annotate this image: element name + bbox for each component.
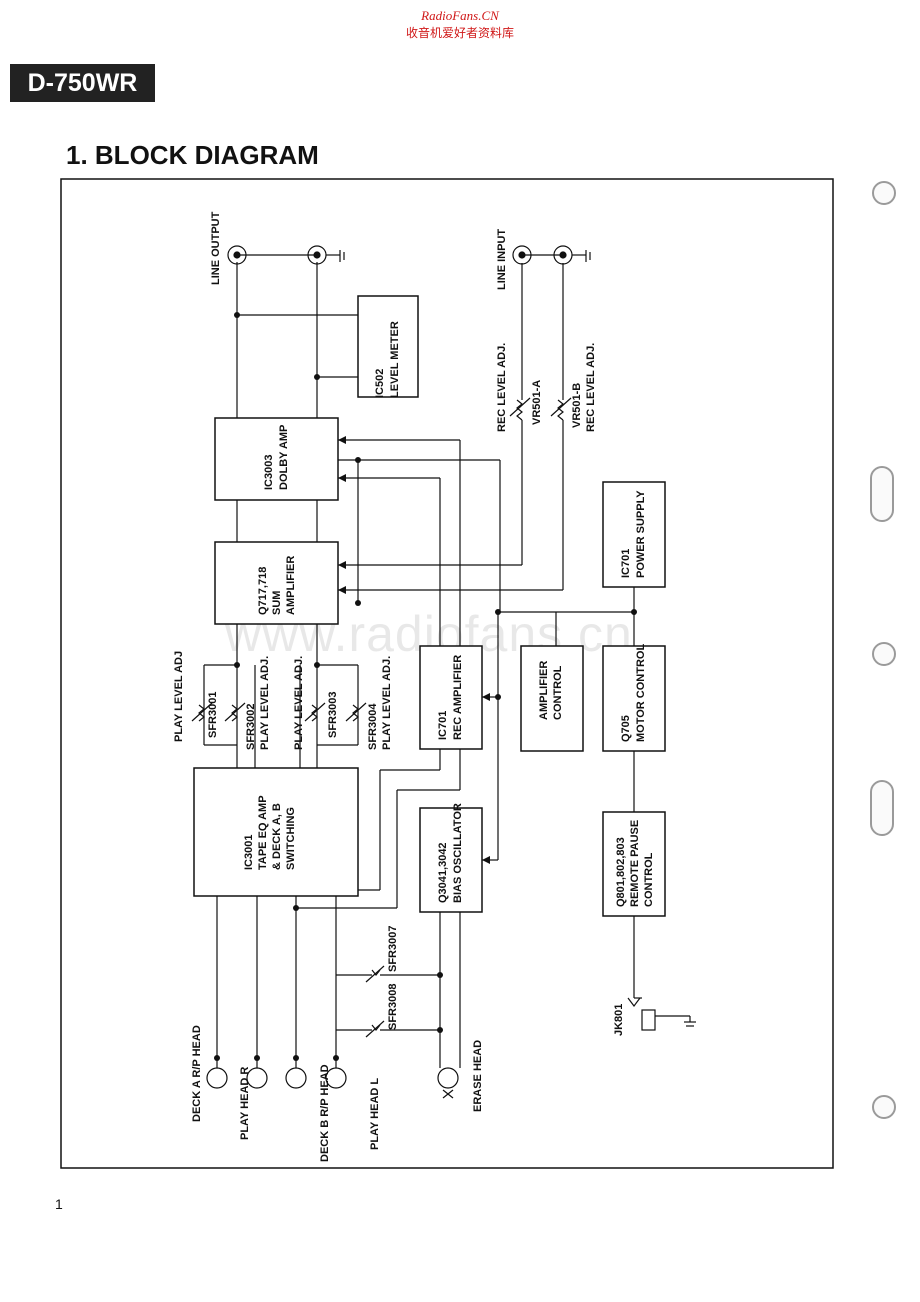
ground-icon	[326, 250, 696, 1027]
model-badge: D-750WR	[10, 64, 155, 102]
ic701-rec-label-2: REC AMPLIFIER	[452, 655, 464, 740]
amp-ctrl-label-2: CONTROL	[552, 665, 564, 720]
vr501b-label: VR501-B	[571, 383, 583, 428]
rec-level-adj-b-label: REC LEVEL ADJ.	[585, 343, 597, 432]
variable-resistors	[191, 397, 572, 1038]
binder-hole-5	[872, 1095, 896, 1119]
q801-label-2: REMOTE PAUSE	[629, 820, 641, 907]
ic701-ps-label-1: IC701	[620, 549, 632, 578]
q801-label-3: CONTROL	[643, 852, 655, 907]
ic3001-label-2: TAPE EQ AMP	[257, 795, 269, 870]
sfr3007-label: SFR3007	[387, 926, 399, 972]
ic3001-label-1: IC3001	[243, 835, 255, 870]
ic3001-label-4: SWITCHING	[285, 807, 297, 870]
ic502-label-1: IC502	[374, 369, 386, 398]
jk801-label: JK801	[613, 1004, 625, 1036]
line-output-label: LINE OUTPUT	[210, 211, 222, 285]
amp-ctrl-label-1: AMPLIFIER	[538, 661, 550, 720]
play-level-adj-2-label: PLAY LEVEL ADJ.	[259, 656, 271, 750]
q717-label-3: AMPLIFIER	[285, 556, 297, 615]
ic502-label-2: LEVEL METER	[389, 321, 401, 398]
ic3003-label-1: IC3003	[263, 455, 275, 490]
ic701-ps-label-2: POWER SUPPLY	[635, 490, 647, 578]
blocks	[193, 295, 666, 917]
jk801-jack	[627, 997, 656, 1031]
play-head-r-label: PLAY HEAD R	[239, 1067, 251, 1140]
tape-heads	[206, 1067, 459, 1099]
erase-head-label: ERASE HEAD	[472, 1040, 484, 1112]
play-head-l-label: PLAY HEAD L	[369, 1078, 381, 1150]
binder-hole-1	[872, 181, 896, 205]
binder-hole-3	[872, 642, 896, 666]
q717-label-1: Q717,718	[257, 567, 269, 615]
play-level-adj-3-label: PLAY LEVEL ADJ.	[293, 656, 305, 750]
deck-b-head-label: DECK B R/P HEAD	[319, 1064, 331, 1162]
sfr3004-label: SFR3004	[367, 703, 379, 750]
q3041-label-2: BIAS OSCILLATOR	[452, 803, 464, 903]
sfr3002-label: SFR3002	[245, 704, 257, 750]
deck-a-head-label: DECK A R/P HEAD	[191, 1025, 203, 1122]
arrows	[338, 436, 490, 864]
ic701-rec-label-1: IC701	[437, 711, 449, 740]
sfr3001-label: SFR3001	[207, 692, 219, 738]
q3041-label-1: Q3041,3042	[437, 842, 449, 903]
ic3001-label-3: & DECK A, B	[271, 803, 283, 870]
vr501a-label: VR501-A	[531, 380, 543, 425]
q717-label-2: SUM	[271, 591, 283, 615]
junction-dots	[214, 312, 637, 1061]
sfr3008-label: SFR3008	[387, 984, 399, 1030]
ic3003-label-2: DOLBY AMP	[278, 425, 290, 490]
q705-label-2: MOTOR CONTROL	[635, 644, 647, 742]
line-input-label: LINE INPUT	[496, 229, 508, 290]
play-level-adj-1-label: PLAY LEVEL ADJ	[173, 651, 185, 742]
site-subtitle: 收音机爱好者资料库	[405, 26, 514, 40]
rec-level-adj-a-label: REC LEVEL ADJ.	[496, 343, 508, 432]
play-level-adj-4-label: PLAY LEVEL ADJ.	[381, 656, 393, 750]
page-title: 1. BLOCK DIAGRAM	[66, 140, 319, 170]
wiring	[203, 254, 691, 1068]
q801-label-1: Q801,802,803	[615, 837, 627, 907]
diagram-frame	[60, 178, 834, 1169]
binder-hole-2	[870, 466, 894, 522]
binder-hole-4	[870, 780, 894, 836]
page-number: 1	[55, 1196, 63, 1212]
q705-label-1: Q705	[620, 715, 632, 742]
site-name: RadioFans.CN	[421, 8, 499, 23]
sfr3003-label: SFR3003	[327, 692, 339, 738]
